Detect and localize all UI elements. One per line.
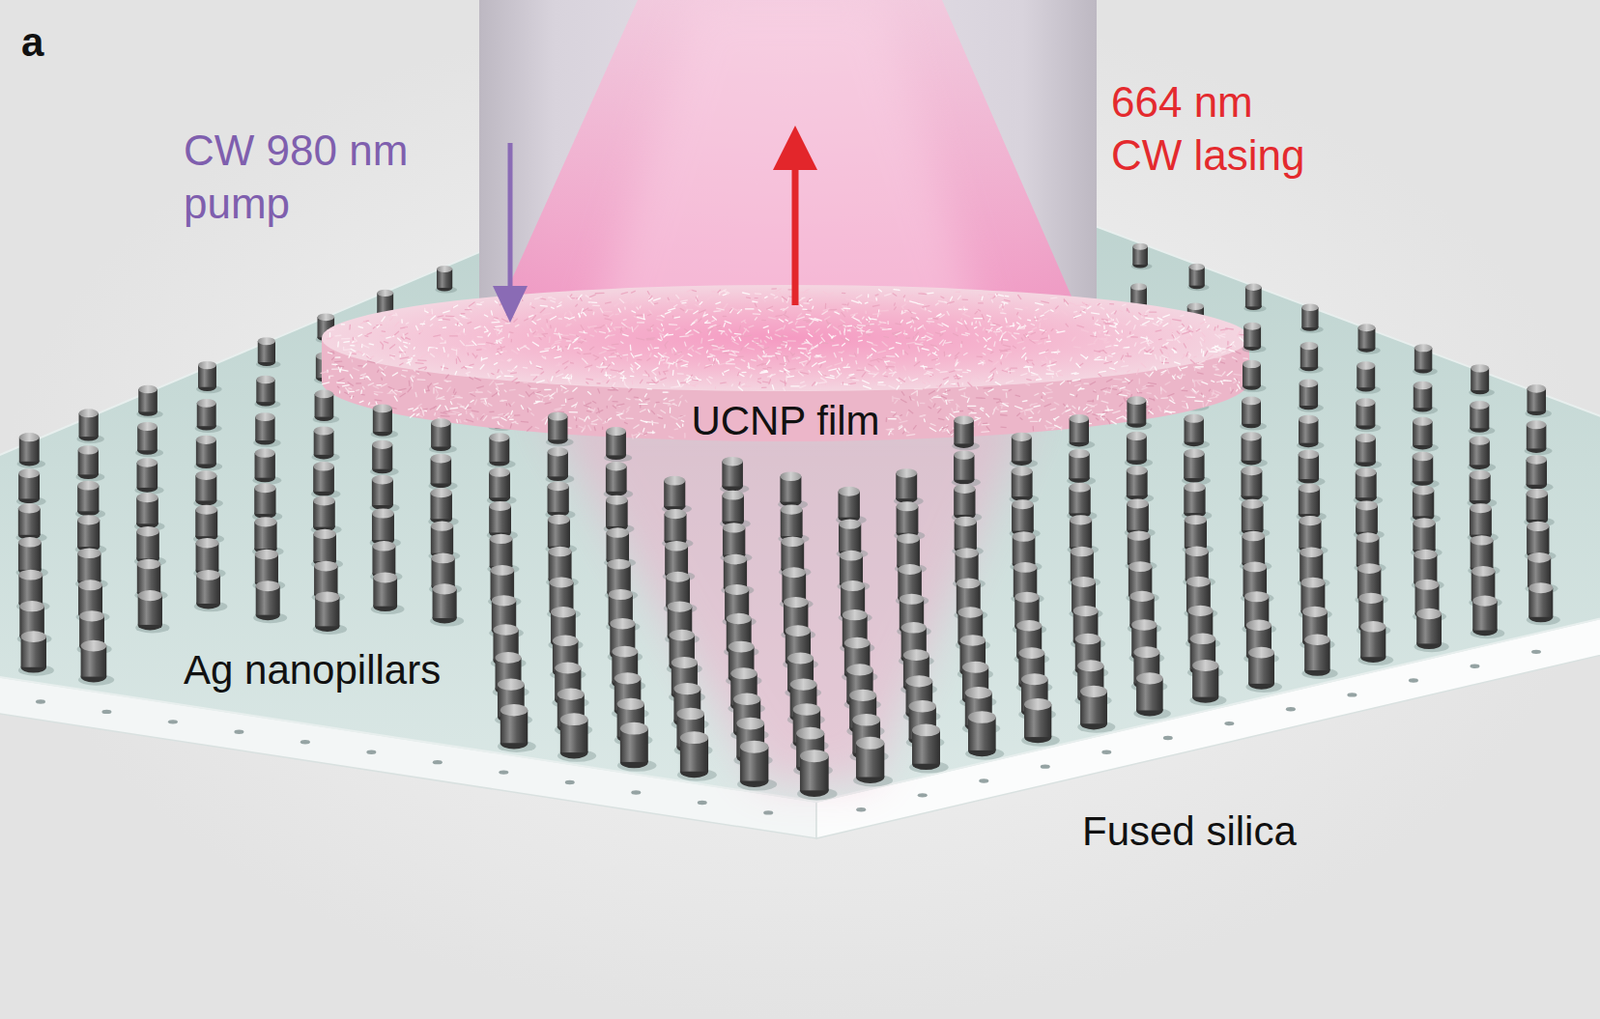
figure-stage: aCW 980 nm pump664 nm CW lasingUCNP film… xyxy=(0,0,1600,1019)
